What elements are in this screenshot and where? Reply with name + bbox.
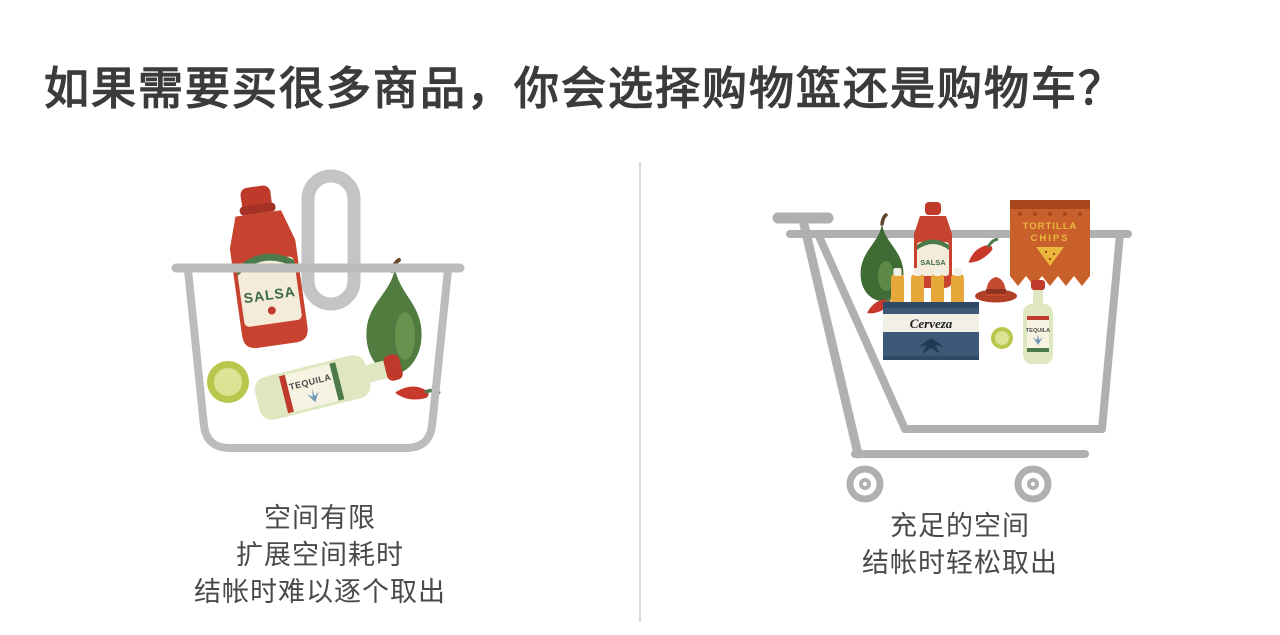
chips-text-line2: CHIPS [1030, 233, 1069, 244]
salsa-cap-ring [239, 202, 276, 216]
cart-wheel-left-hub [859, 478, 871, 490]
tequila-small-text: TEQUILA [1026, 328, 1050, 334]
cart-wheel-left [846, 465, 884, 503]
basket-caption-line-1: 空间有限 [264, 503, 376, 533]
agave-small-icon [1033, 334, 1043, 345]
salsa-label-dot [267, 306, 276, 315]
lime [207, 361, 249, 403]
tequila-bottle: TEQUILA [254, 354, 403, 420]
salsa-bottle-small: SALSA [914, 202, 952, 288]
chips-bag-crimp [1010, 200, 1090, 209]
shopping-cart-illustration: SALSA TORTILLA CHIPS [772, 200, 1132, 503]
basket-caption-line-3: 结帐时难以逐个取出 [194, 577, 446, 607]
chili-pepper-right [968, 237, 999, 263]
lime-small-inner [995, 331, 1009, 345]
chili-right-body [968, 245, 993, 263]
basket-caption: 空间有限 扩展空间耗时 结帐时难以逐个取出 [0, 500, 640, 611]
chip-triangle [1036, 247, 1064, 266]
cart-wheel-right [1014, 465, 1052, 503]
crate-band [883, 314, 979, 332]
avocado-stem [880, 213, 888, 226]
cart-wheel-right-hub [1027, 478, 1039, 490]
chili-right-stem [987, 237, 999, 248]
cart-post [798, 215, 863, 459]
tequila-label-stripe-red [278, 374, 294, 414]
tequila-small-neck [1033, 288, 1043, 308]
tequila-small-cap [1031, 280, 1045, 290]
tequila-neck [365, 360, 390, 383]
salsa-small-cap [925, 202, 941, 215]
tortilla-chips-bag: TORTILLA CHIPS [1010, 200, 1090, 286]
salsa-small-arc [917, 239, 949, 250]
basket-body-outline [184, 266, 452, 452]
agave-icon [307, 388, 319, 403]
salsa-bottle: SALSA [229, 185, 308, 349]
basket-handle [301, 169, 361, 311]
basket-caption-line-2: 扩展空间耗时 [236, 540, 404, 570]
cart-caption-line-1: 充足的空间 [890, 511, 1030, 541]
avocado-highlight [878, 261, 894, 291]
crate-brand-text: Cerveza [910, 316, 953, 331]
salsa-small-text: SALSA [920, 258, 946, 267]
lime-small [991, 327, 1013, 349]
chips-bag-zigzag [1010, 268, 1090, 286]
tequila-bottle-small: TEQUILA [1023, 280, 1053, 364]
shopping-basket-illustration: SALSA TEQUILA [171, 169, 465, 452]
salsa-label-text: SALSA [243, 283, 297, 306]
cart-caption-line-2: 结帐时轻松取出 [862, 548, 1058, 578]
beer-bottles [891, 268, 964, 306]
tequila-cap [383, 354, 403, 381]
chili-body [395, 386, 429, 400]
chips-bag-dots [1018, 212, 1082, 216]
salsa-label [236, 256, 302, 327]
tequila-label [278, 362, 345, 414]
salsa-label-arc [236, 253, 296, 276]
crate-top-edge [883, 302, 979, 308]
vertical-divider [639, 162, 641, 622]
pear-highlight [395, 312, 415, 360]
eagle-emblem-icon [918, 338, 944, 354]
tequila-small-stripe-green [1027, 348, 1049, 352]
chip-speckles [1044, 250, 1056, 261]
tequila-label-stripe-green [329, 362, 345, 401]
tequila-small-stripe-red [1027, 316, 1049, 320]
sombrero-band [986, 289, 1006, 294]
salsa-small-label [917, 242, 949, 276]
cart-basket-right [1098, 230, 1124, 433]
cart-frame [772, 212, 1132, 503]
sombrero [975, 277, 1017, 303]
lime-inner [214, 368, 242, 396]
crate-bottom-edge [883, 356, 979, 360]
beer-crate: Cerveza [883, 268, 979, 360]
chips-text-line1: TORTILLA [1023, 221, 1078, 232]
cart-basket-left [814, 230, 909, 433]
page-title: 如果需要买很多商品，你会选择购物篮还是购物车？ [44, 63, 1126, 114]
cart-caption: 充足的空间 结帐时轻松取出 [640, 508, 1280, 582]
